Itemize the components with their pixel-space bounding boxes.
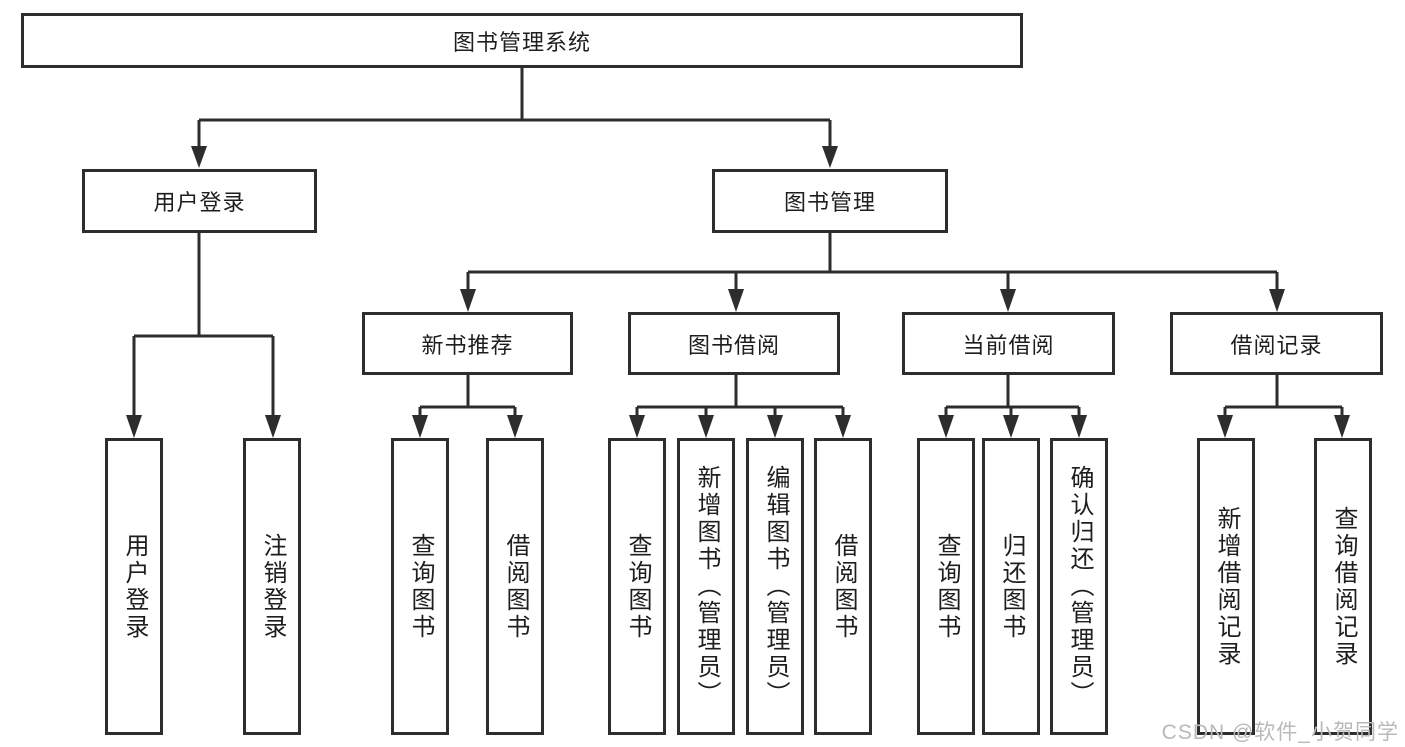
leaf-edit-book-admin: 编辑图书（管理员） [746,438,804,735]
leaf-logout: 注销登录 [243,438,301,735]
leaf-confirm-return-admin: 确认归还（管理员） [1050,438,1108,735]
node-borrow-records: 借阅记录 [1170,312,1383,375]
leaf-query-books-current: 查询图书 [917,438,975,735]
node-current-borrow: 当前借阅 [902,312,1115,375]
leaf-borrow-books-recommend: 借阅图书 [486,438,544,735]
csdn-watermark: CSDN @软件_小贺同学 [1161,721,1399,744]
leaf-user-login: 用户登录 [105,438,163,735]
node-book-borrow: 图书借阅 [628,312,840,375]
node-root: 图书管理系统 [21,13,1023,68]
leaf-query-books-recommend: 查询图书 [391,438,449,735]
leaf-add-borrow-record: 新增借阅记录 [1197,438,1255,735]
leaf-query-books-borrow: 查询图书 [608,438,666,735]
node-new-book-recommend: 新书推荐 [362,312,573,375]
node-book-management: 图书管理 [712,169,948,233]
leaf-add-book-admin: 新增图书（管理员） [677,438,735,735]
leaf-return-book: 归还图书 [982,438,1040,735]
leaf-query-borrow-record: 查询借阅记录 [1314,438,1372,735]
leaf-borrow-books: 借阅图书 [814,438,872,735]
node-user-login: 用户登录 [82,169,317,233]
